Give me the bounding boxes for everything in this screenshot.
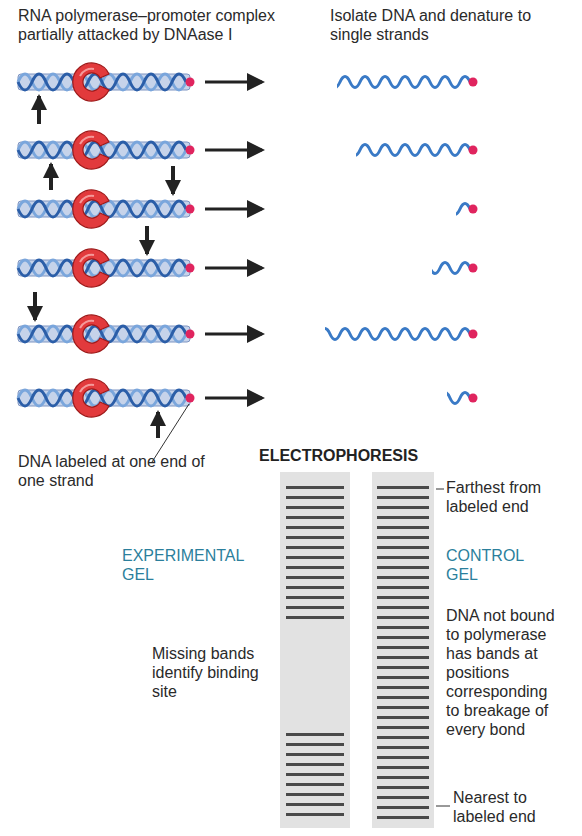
- gel-label: CONTROL GEL: [446, 546, 538, 584]
- single-strand: [320, 77, 478, 404]
- cut-arrow: [35, 96, 173, 438]
- gel-label: EXPERIMENTAL GEL: [122, 546, 247, 584]
- callout-note: Nearest to labeled end: [453, 788, 563, 826]
- experimental-gel: [280, 472, 350, 828]
- process-arrow: [205, 82, 262, 398]
- step-heading: Isolate DNA and denature to single stran…: [330, 6, 550, 44]
- callout-note: Farthest from labeled end: [446, 478, 561, 516]
- callout-note: DNA labeled at one end of one strand: [18, 452, 218, 490]
- dna-complex: [18, 63, 195, 417]
- section-heading: ELECTROPHORESIS: [259, 446, 459, 465]
- step-heading: RNA polymerase–promoter complex partiall…: [18, 6, 278, 44]
- callout-note: Missing bands identify binding site: [152, 644, 262, 701]
- control-gel: [372, 472, 434, 828]
- callout-note: DNA not bound to polymerase has bands at…: [446, 606, 564, 739]
